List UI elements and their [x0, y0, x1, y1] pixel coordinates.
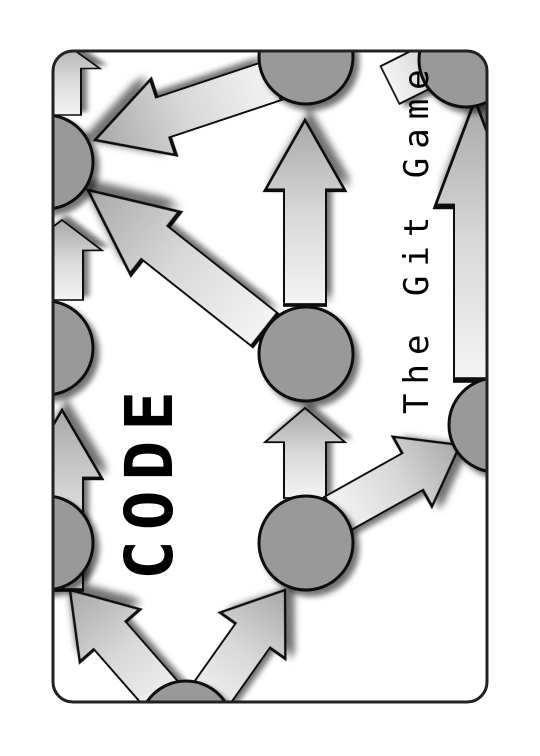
commit-node-icon: [257, 51, 355, 106]
card-title: CODE: [111, 381, 188, 580]
commit-node-icon: [417, 51, 487, 109]
card-subtitle: The Git Game: [397, 60, 437, 414]
commit-node-icon: [53, 494, 95, 592]
commit-graph: [53, 51, 487, 702]
commit-node-icon: [257, 305, 355, 403]
node-layer: [53, 51, 487, 702]
commit-node-icon: [53, 299, 95, 397]
commit-node-icon: [447, 376, 487, 474]
commit-node-icon: [137, 679, 235, 702]
card-border: [51, 49, 489, 704]
commit-node-icon: [53, 113, 95, 211]
commit-node-icon: [257, 494, 355, 592]
